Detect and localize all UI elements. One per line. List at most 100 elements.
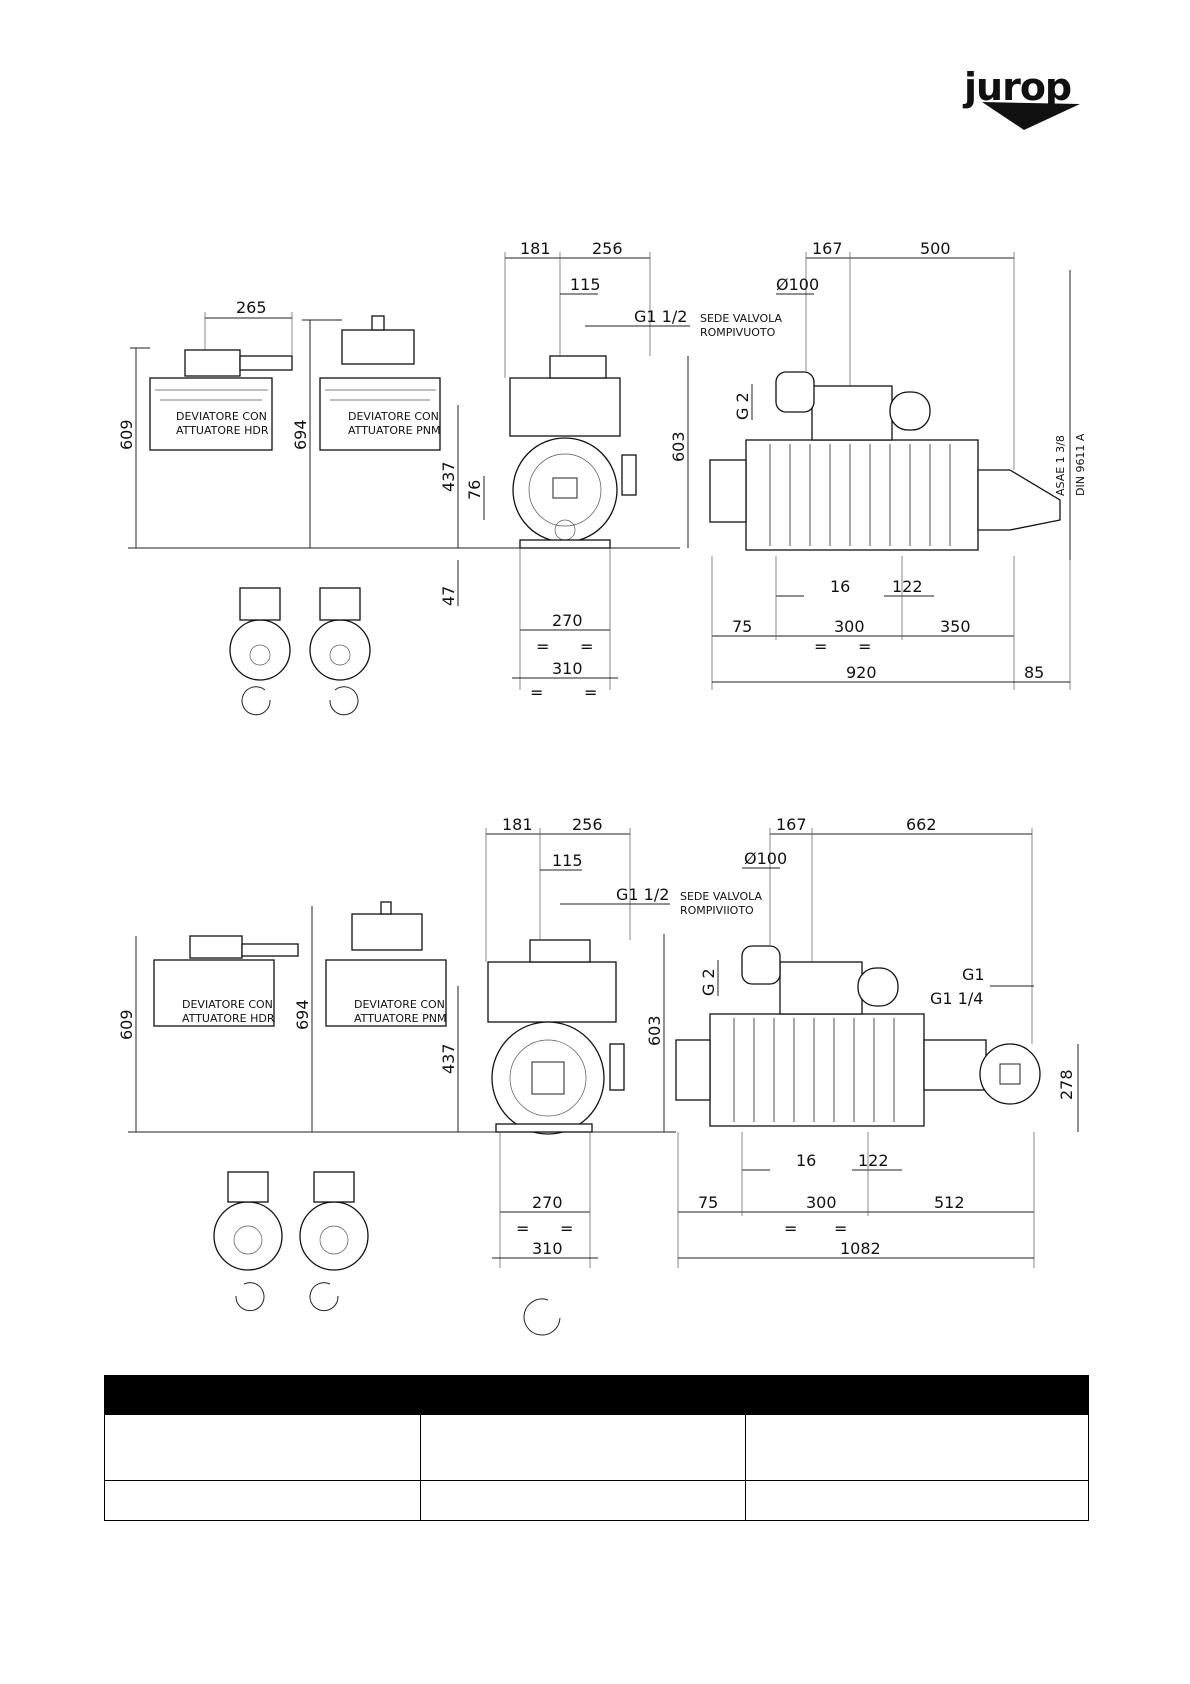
svg-text:DEVIATORE CON: DEVIATORE CON [182, 998, 273, 1011]
svg-text:75: 75 [732, 617, 752, 636]
table-row [105, 1414, 1088, 1480]
svg-text:G1 1/4: G1 1/4 [930, 989, 983, 1008]
logo-swoosh-icon [982, 102, 1080, 130]
rotation-arrow-icon [523, 1298, 561, 1336]
svg-text:512: 512 [934, 1193, 965, 1212]
svg-text:DEVIATORE CON: DEVIATORE CON [176, 410, 267, 423]
top-drawing-set: 609 265 DEVIATORE CON ATTUATORE HDR 694 … [117, 239, 1087, 716]
svg-text:256: 256 [592, 239, 623, 258]
svg-text:SEDE VALVOLA: SEDE VALVOLA [680, 890, 762, 903]
rotation-arrow-icon [241, 686, 271, 716]
svg-text:G1 1/2: G1 1/2 [634, 307, 687, 326]
svg-text:350: 350 [940, 617, 971, 636]
table-cell [421, 1481, 746, 1520]
table-cell [105, 1415, 421, 1480]
svg-text:=: = [584, 683, 597, 702]
svg-text:603: 603 [645, 1015, 664, 1046]
table-cell [421, 1415, 746, 1480]
svg-text:ATTUATORE PNM: ATTUATORE PNM [348, 424, 440, 437]
svg-text:310: 310 [552, 659, 583, 678]
table-cell [105, 1481, 421, 1520]
svg-text:500: 500 [920, 239, 951, 258]
svg-text:603: 603 [669, 431, 688, 462]
spec-table-header [105, 1376, 1088, 1414]
svg-text:75: 75 [698, 1193, 718, 1212]
bottom-pnm-view: 694 DEVIATORE CON ATTUATORE PNM [293, 901, 447, 1132]
bottom-drawing-set: 609 DEVIATORE CON ATTUATORE HDR 694 DEVI… [117, 815, 1079, 1336]
svg-text:DIN 9611 A: DIN 9611 A [1074, 433, 1087, 496]
svg-text:Ø100: Ø100 [744, 849, 787, 868]
svg-text:=: = [814, 637, 827, 656]
jurop-logo: jurop [962, 65, 1080, 130]
svg-text:47: 47 [439, 586, 458, 606]
svg-text:Ø100: Ø100 [776, 275, 819, 294]
rotation-arrow-icon [329, 686, 359, 716]
svg-text:=: = [560, 1219, 573, 1238]
svg-text:=: = [580, 637, 593, 656]
svg-text:ROMPIVUOTO: ROMPIVUOTO [700, 326, 776, 339]
logo-text: jurop [962, 65, 1071, 109]
svg-text:181: 181 [502, 815, 533, 834]
svg-text:SEDE VALVOLA: SEDE VALVOLA [700, 312, 782, 325]
svg-text:85: 85 [1024, 663, 1044, 682]
spec-table [104, 1375, 1089, 1521]
svg-text:16: 16 [796, 1151, 816, 1170]
svg-text:=: = [858, 637, 871, 656]
svg-text:DEVIATORE CON: DEVIATORE CON [354, 998, 445, 1011]
svg-text:256: 256 [572, 815, 603, 834]
svg-text:270: 270 [532, 1193, 563, 1212]
svg-text:76: 76 [465, 480, 484, 500]
svg-text:G 2: G 2 [733, 392, 752, 420]
svg-text:310: 310 [532, 1239, 563, 1258]
svg-text:437: 437 [439, 1043, 458, 1074]
rotation-arrow-icon [309, 1282, 339, 1312]
svg-text:16: 16 [830, 577, 850, 596]
svg-text:DEVIATORE CON: DEVIATORE CON [348, 410, 439, 423]
svg-text:694: 694 [293, 999, 312, 1030]
svg-text:167: 167 [812, 239, 843, 258]
svg-text:1082: 1082 [840, 1239, 881, 1258]
svg-text:115: 115 [570, 275, 601, 294]
svg-text:ATTUATORE PNM: ATTUATORE PNM [354, 1012, 446, 1025]
svg-text:115: 115 [552, 851, 583, 870]
svg-text:ATTUATORE HDR: ATTUATORE HDR [182, 1012, 275, 1025]
svg-text:=: = [536, 637, 549, 656]
table-cell [746, 1415, 1088, 1480]
svg-text:181: 181 [520, 239, 551, 258]
top-pnm-view: 694 DEVIATORE CON ATTUATORE PNM [291, 315, 441, 548]
svg-text:=: = [834, 1219, 847, 1238]
svg-text:ASAE 1 3/8: ASAE 1 3/8 [1054, 435, 1067, 496]
top-rotation-views [229, 587, 371, 716]
svg-text:278: 278 [1057, 1069, 1076, 1100]
top-hdr-view: 609 265 DEVIATORE CON ATTUATORE HDR [117, 298, 293, 548]
svg-text:920: 920 [846, 663, 877, 682]
svg-text:694: 694 [291, 419, 310, 450]
svg-text:662: 662 [906, 815, 937, 834]
svg-text:G 2: G 2 [699, 968, 718, 996]
svg-text:167: 167 [776, 815, 807, 834]
svg-text:300: 300 [834, 617, 865, 636]
rotation-arrow-icon [235, 1282, 265, 1312]
svg-text:437: 437 [439, 461, 458, 492]
svg-text:=: = [784, 1219, 797, 1238]
bottom-rotation-views [213, 1171, 369, 1312]
table-cell [746, 1481, 1088, 1520]
svg-text:122: 122 [858, 1151, 889, 1170]
bottom-hdr-view: 609 DEVIATORE CON ATTUATORE HDR [117, 935, 299, 1132]
svg-text:=: = [530, 683, 543, 702]
svg-text:300: 300 [806, 1193, 837, 1212]
svg-text:ROMPIVIIOTO: ROMPIVIIOTO [680, 904, 754, 917]
table-row [105, 1480, 1088, 1520]
top-side-view: 167 500 Ø100 G 2 ASAE 1 3/8 DIN 9611 A 1… [709, 239, 1087, 690]
bottom-front-view: 181 256 115 G1 1/2 SEDE VALVOLA ROMPIVII… [439, 815, 762, 1336]
bottom-side-view: 167 662 Ø100 G 2 G1 G1 1/4 278 16 122 [675, 815, 1079, 1268]
svg-text:609: 609 [117, 1009, 136, 1040]
svg-text:270: 270 [552, 611, 583, 630]
top-front-view: 181 256 115 G1 1/2 SEDE VALVOLA ROMPIVUO… [439, 239, 782, 702]
svg-text:ATTUATORE HDR: ATTUATORE HDR [176, 424, 269, 437]
svg-text:609: 609 [117, 419, 136, 450]
svg-text:=: = [516, 1219, 529, 1238]
svg-text:122: 122 [892, 577, 923, 596]
